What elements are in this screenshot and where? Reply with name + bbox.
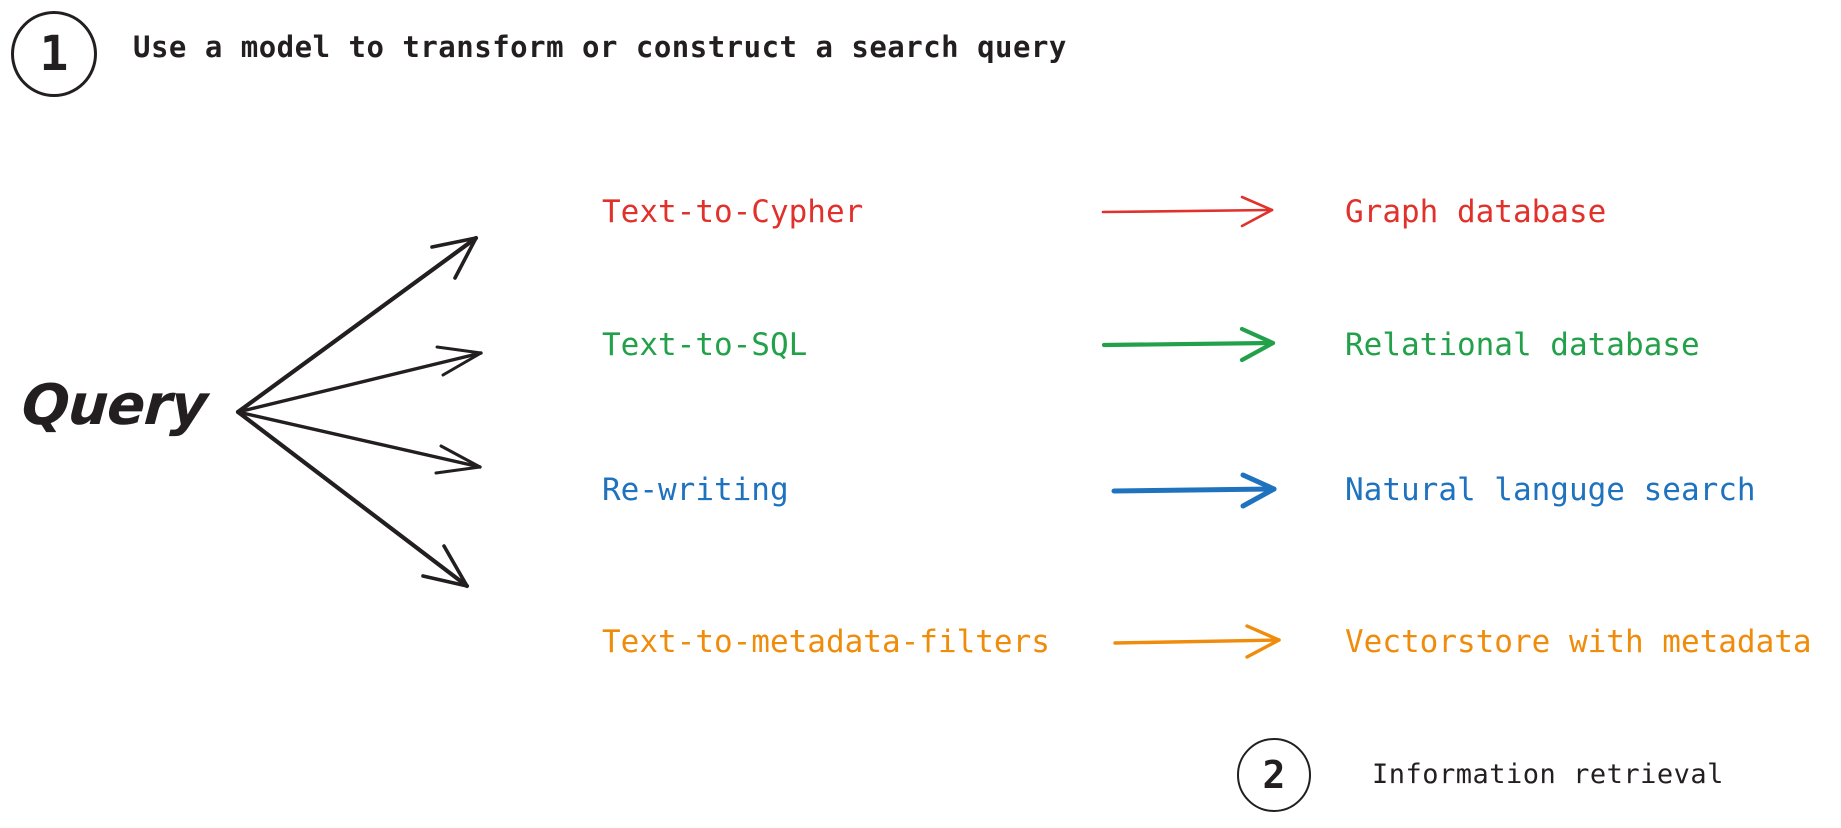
- step-2-label: Information retrieval: [1372, 759, 1724, 790]
- target-label-graph-database: Graph database: [1345, 194, 1607, 230]
- arrow-rewriting: [1111, 472, 1277, 509]
- step-1-number: 1: [39, 26, 69, 82]
- fan-arrow-rewriting: [236, 410, 482, 475]
- arrow-sql: [1101, 326, 1276, 363]
- branch-row-metadata-filters: Text-to-metadata-filters Vectorstore wit…: [0, 622, 1841, 682]
- arrow-cypher: [1101, 195, 1274, 228]
- technique-label-cypher: Text-to-Cypher: [602, 194, 864, 230]
- branch-row-sql: Text-to-SQL Relational database: [0, 325, 1841, 385]
- technique-label-rewriting: Re-writing: [602, 472, 789, 508]
- target-label-natural-language-search: Natural languge search: [1345, 472, 1756, 508]
- step-1-label: Use a model to transform or construct a …: [133, 30, 1067, 64]
- technique-label-metadata-filters: Text-to-metadata-filters: [602, 624, 1050, 660]
- arrow-metadata-filters: [1113, 624, 1281, 659]
- step-1-badge: 1: [11, 11, 97, 97]
- step-2-badge: 2: [1237, 738, 1311, 812]
- step-2-number: 2: [1262, 753, 1286, 797]
- target-label-relational-database: Relational database: [1345, 327, 1700, 363]
- technique-label-sql: Text-to-SQL: [602, 327, 808, 363]
- branch-row-rewriting: Re-writing Natural languge search: [0, 470, 1841, 530]
- branch-row-cypher: Text-to-Cypher Graph database: [0, 192, 1841, 252]
- target-label-vectorstore-with-metadata: Vectorstore with metadata: [1345, 624, 1812, 660]
